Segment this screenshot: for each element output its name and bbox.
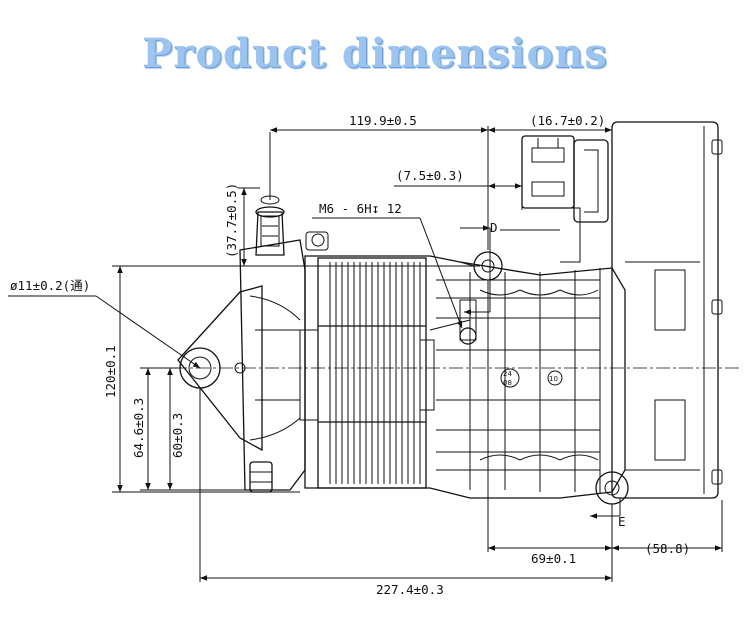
dimension-lines [8,126,723,582]
dim-69: 69±0.1 [531,551,576,566]
dim-37-7: (37.7±0.5) [224,183,239,258]
dim-60: 60±0.3 [170,413,185,458]
section-label-e: E [618,514,626,529]
boss-label-bottom: 08 [503,379,512,387]
dim-227-4: 227.4±0.3 [376,582,444,597]
boss-label-top: 24 [503,370,512,378]
dim-64-6: 64.6±0.3 [131,398,146,458]
dim-16-7: (16.7±0.2) [530,113,605,128]
dim-7-5: (7.5±0.3) [396,168,464,183]
section-label-d: D [490,220,498,235]
dim-58-8: (58.8) [645,541,690,556]
dim-hole-dia: ø11±0.2(通) [10,278,90,293]
dim-120: 120±0.1 [103,345,118,398]
dim-m6-thread: M6 - 6H↧ 12 [319,201,402,216]
page-title: Product dimensions [142,30,608,77]
boss-label-right: 10 [549,375,558,383]
dim-119-9: 119.9±0.5 [349,113,417,128]
